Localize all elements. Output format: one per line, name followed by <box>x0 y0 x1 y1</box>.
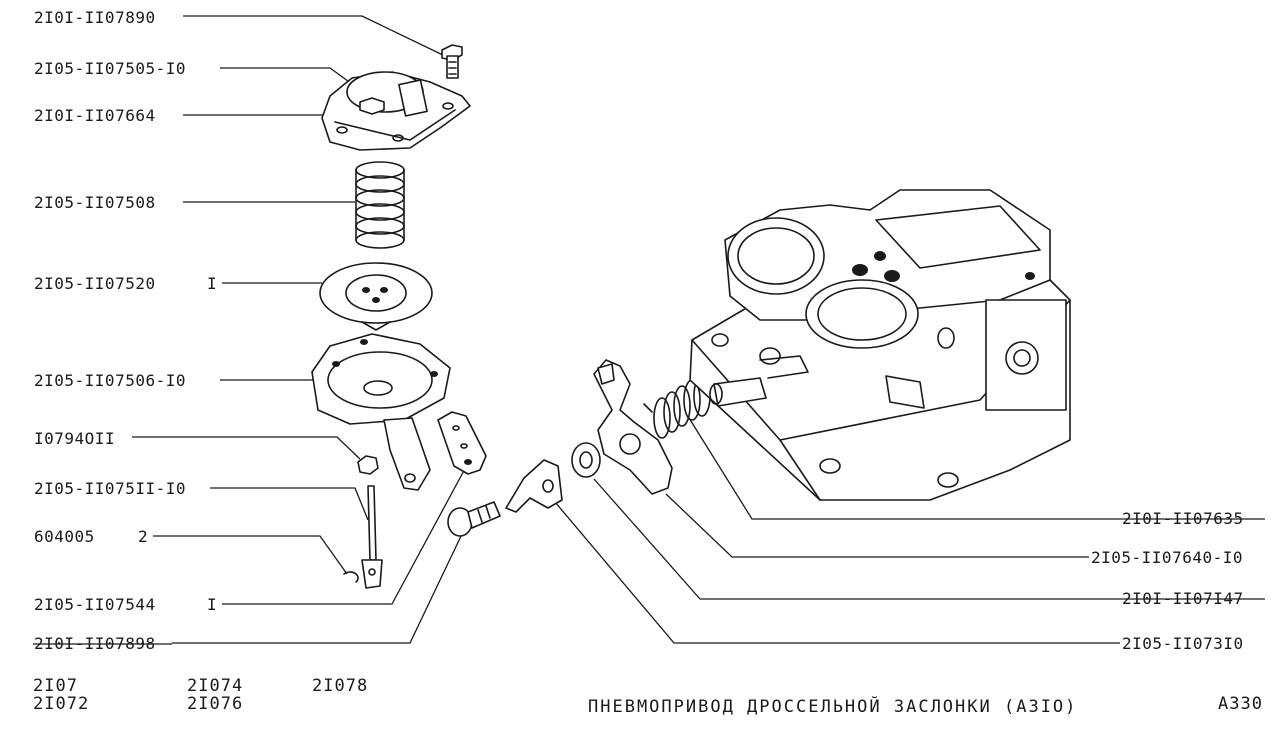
diagram-title: ПНЕВМОПРИВОД ДРОССЕЛЬНОЙ ЗАСЛОНКИ (АЗIО) <box>588 697 1078 717</box>
callout-quantity-c10: I <box>207 595 217 614</box>
callout-label-c5: 2I05-II07520 <box>34 274 156 293</box>
actuator-rod <box>361 485 383 589</box>
link-lever <box>437 411 487 475</box>
right-callouts: 2I0I-II07635 2I05-II07640-I0 2I0I-II07I4… <box>1091 509 1265 653</box>
leader-c2 <box>220 67 353 85</box>
leader-c9 <box>153 535 348 575</box>
throttle-bracket <box>505 459 563 513</box>
throttle-lever <box>593 359 673 495</box>
callout-label-c4: 2I05-II07508 <box>34 193 156 212</box>
model-code-21074: 2I074 <box>187 676 244 696</box>
callout-quantity-c9: 2 <box>138 527 148 546</box>
leader-r2 <box>665 493 1089 558</box>
callout-label-c1: 2I0I-II07890 <box>34 8 156 27</box>
diaphragm-cover <box>321 71 471 151</box>
leader-r3 <box>593 478 1120 600</box>
diaphragm-spring <box>355 161 405 249</box>
cover-screw <box>441 44 463 79</box>
model-code-21072: 2I072 <box>33 694 90 714</box>
callout-label-c8: 2I05-II075II-I0 <box>34 479 186 498</box>
callout-label-r4: 2I05-II073I0 <box>1122 634 1244 653</box>
lock-nut <box>357 455 379 475</box>
callout-label-c7: I0794OII <box>34 429 115 448</box>
callout-label-c3: 2I0I-II07664 <box>34 106 156 125</box>
callout-label-c9: 604005 <box>34 527 95 546</box>
leader-lines <box>132 15 1120 644</box>
leader-c11 <box>172 533 463 644</box>
diaphragm-housing <box>311 333 451 491</box>
diaphragm <box>319 262 433 331</box>
retaining-clip <box>343 571 359 583</box>
callout-quantity-c5: I <box>207 274 217 293</box>
model-code-21078: 2I078 <box>312 676 369 696</box>
callout-label-r2: 2I05-II07640-I0 <box>1091 548 1243 567</box>
model-code-2107: 2I07 <box>33 676 78 696</box>
leader-c8 <box>210 487 369 521</box>
callout-label-c2: 2I05-II07505-I0 <box>34 59 186 78</box>
leader-r1 <box>688 417 1120 520</box>
sheet-code: А330 <box>1218 694 1263 714</box>
pivot-screw <box>447 501 501 537</box>
callout-label-c10: 2I05-II07544 <box>34 595 156 614</box>
leader-r4 <box>554 501 1120 644</box>
carburettor-body <box>689 189 1071 501</box>
leader-c1 <box>183 15 448 58</box>
callout-label-c6: 2I05-II07506-I0 <box>34 371 186 390</box>
model-code-21076: 2I076 <box>187 694 244 714</box>
leader-c7 <box>132 436 361 460</box>
thrust-washer <box>571 442 601 478</box>
left-callouts: 2I0I-II07890 2I05-II07505-I0 2I0I-II0766… <box>33 8 217 653</box>
leader-c10 <box>222 464 468 605</box>
